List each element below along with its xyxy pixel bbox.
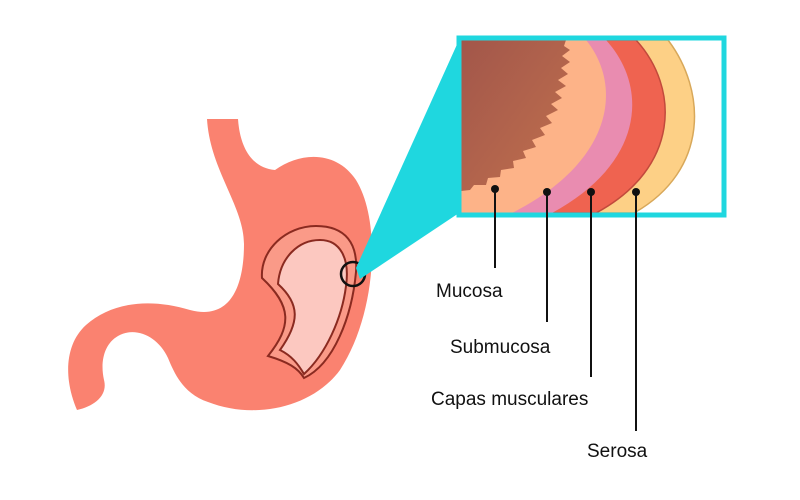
leader-lines: [494, 189, 637, 431]
mucosa-label: Mucosa: [436, 281, 503, 302]
muscular-dot: [587, 188, 595, 196]
zoom-connector: [356, 40, 459, 279]
submucosa-label: Submucosa: [450, 337, 551, 358]
stomach-illustration: [68, 119, 372, 411]
serosa-dot: [632, 188, 640, 196]
serosa-label: Serosa: [587, 441, 648, 462]
muscular-label: Capas musculares: [431, 389, 588, 410]
stomach-lumen: [276, 238, 348, 376]
submucosa-dot: [543, 188, 551, 196]
mucosa-layer: [461, 40, 570, 191]
magnified-wall-section: [461, 40, 722, 213]
leader-dots: [491, 185, 640, 196]
mucosa-dot: [491, 185, 499, 193]
